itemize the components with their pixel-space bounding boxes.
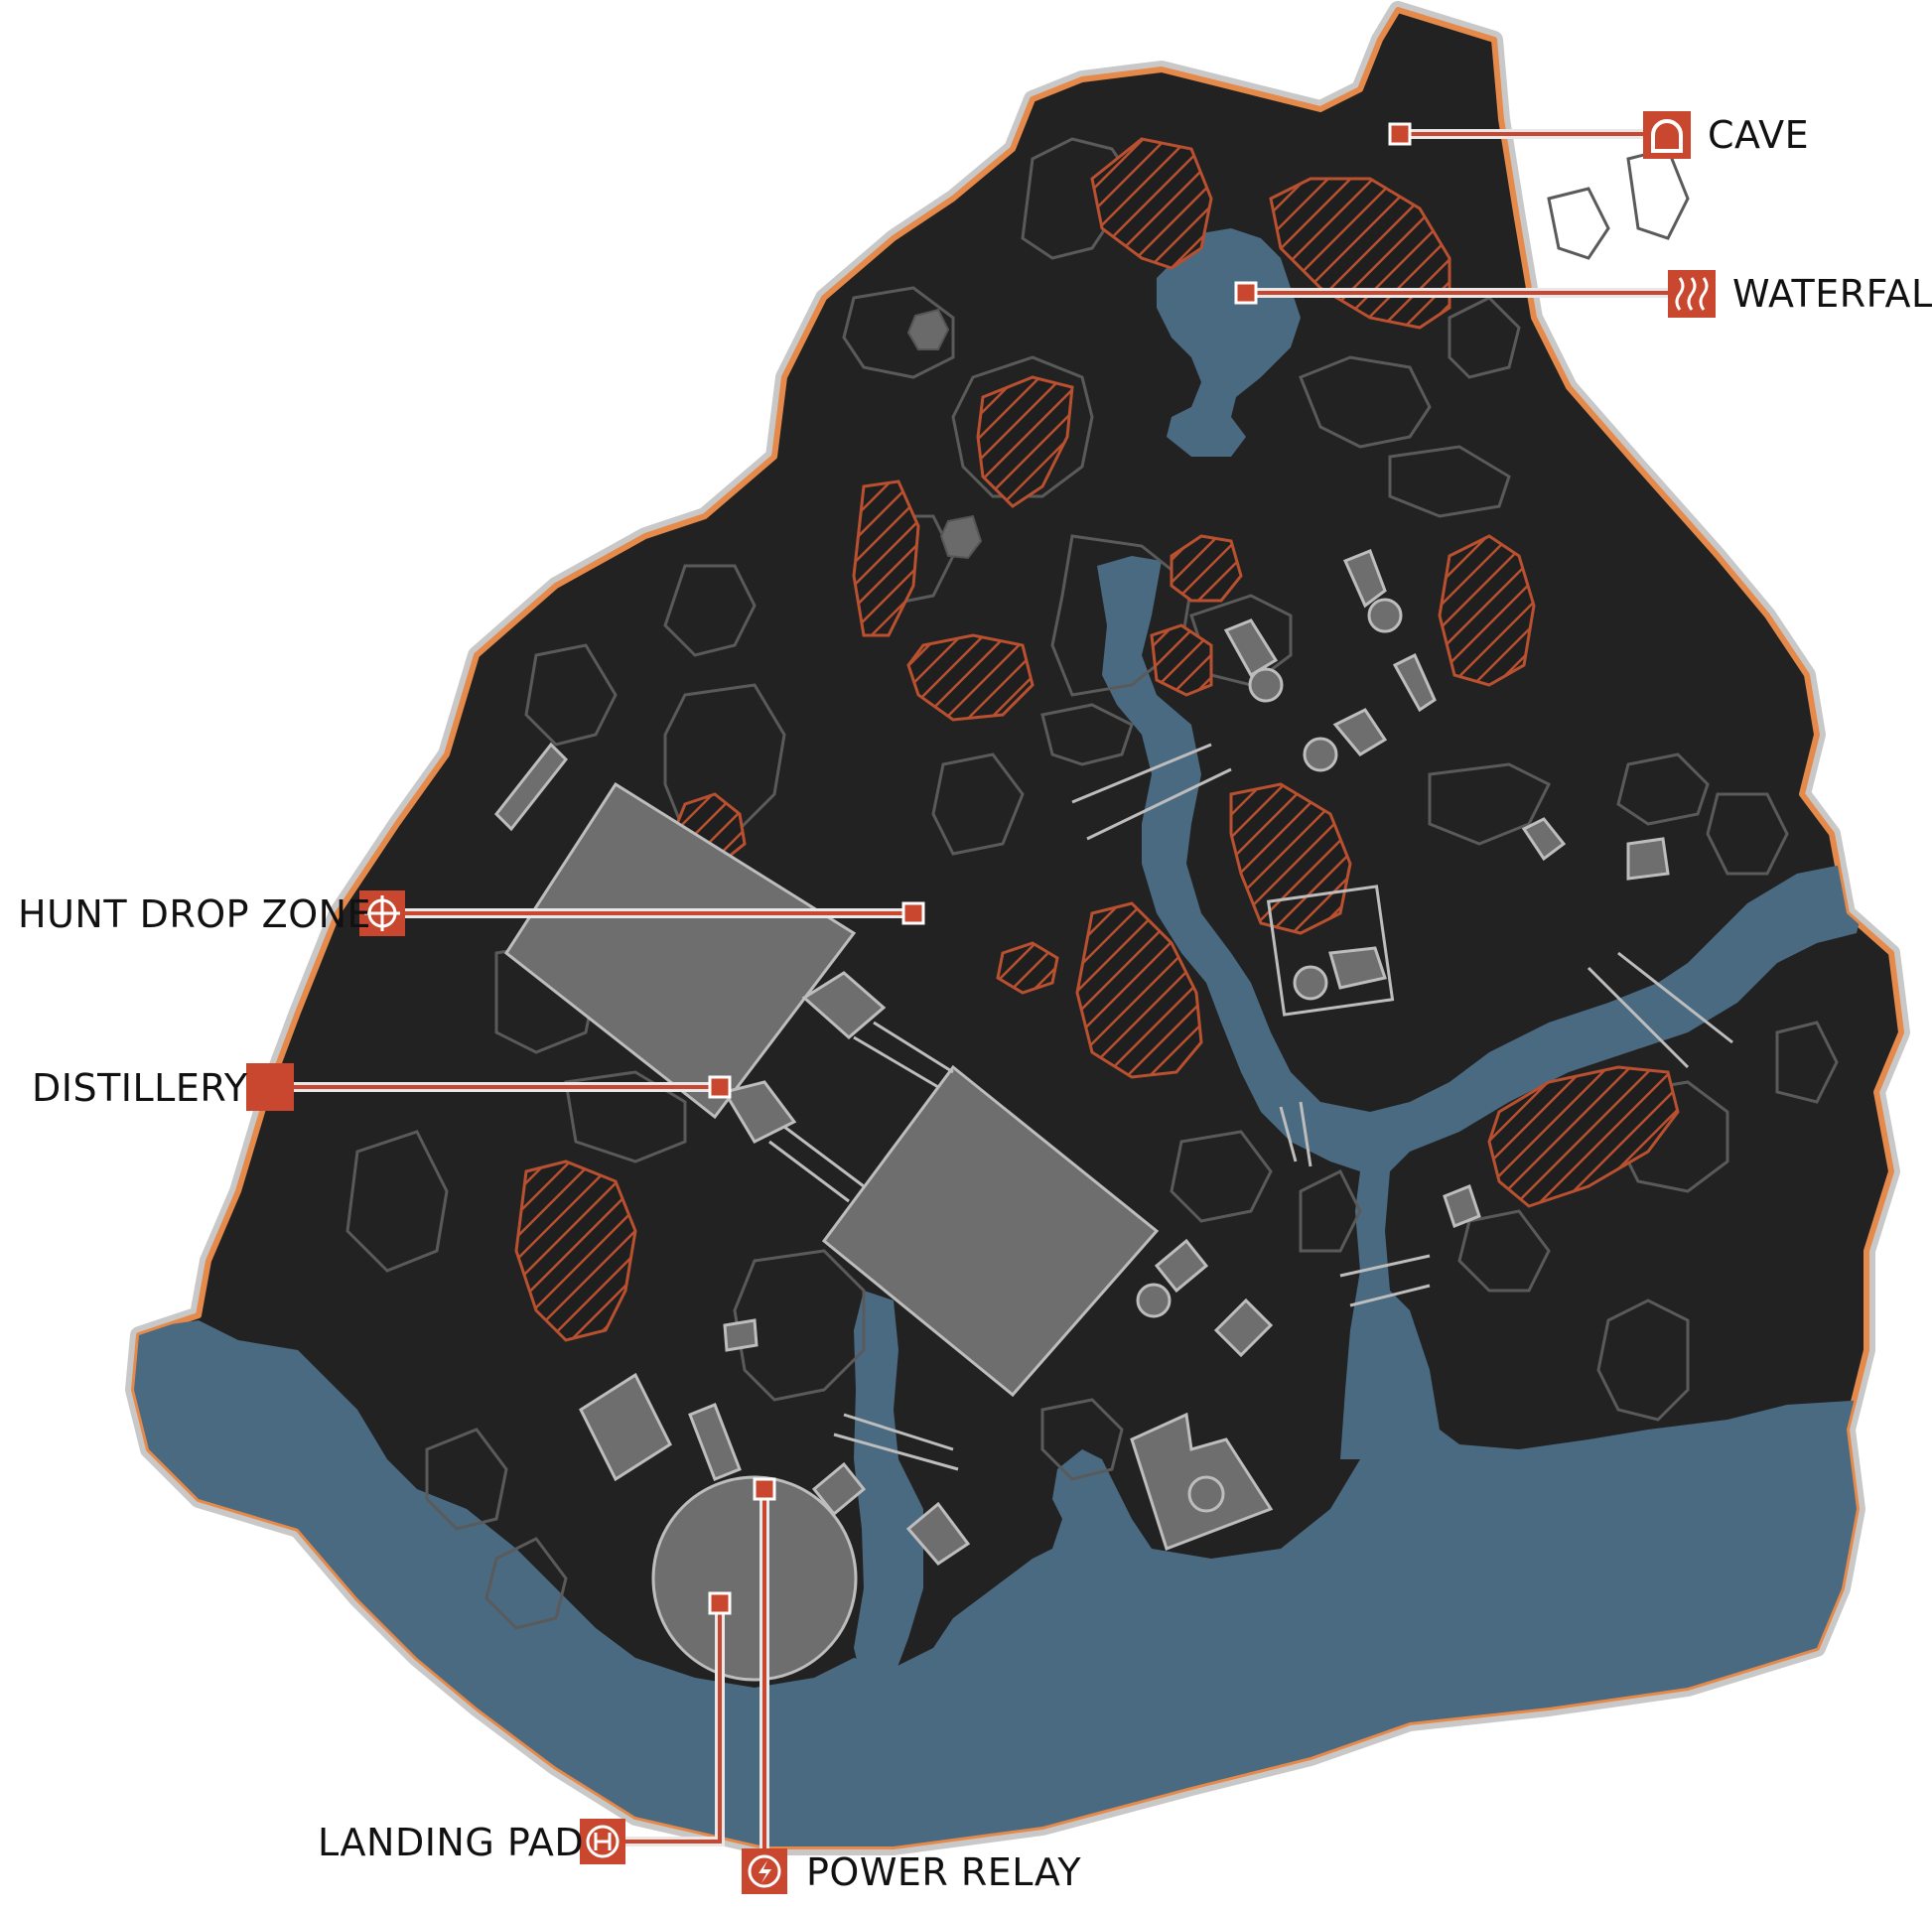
hazard-zone [1229,782,1352,935]
cave-marker [1388,122,1412,146]
river-central [1097,556,1866,1459]
distillery-marker [708,1075,732,1099]
square-icon [246,1063,294,1111]
power-relay-marker [753,1477,776,1501]
cave-icon [1643,111,1691,159]
location-markers [708,122,1412,1615]
hazard-zone [1090,137,1213,270]
hazard-zone [1487,1065,1680,1208]
structures [493,549,1670,1682]
landing-pad-label: LANDING PAD [318,1821,585,1864]
hunt-drop-zone-label: HUNT DROP ZONE [18,892,372,936]
distillery-building [503,781,857,1120]
distillery-label: DISTILLERY [32,1066,248,1110]
power-relay-label: POWER RELAY [806,1850,1082,1894]
waterfall-icon [1668,270,1716,318]
rock [906,308,950,350]
hazard-zone [1438,534,1536,687]
hazard-zone [976,375,1074,508]
hazard-zone [906,633,1035,722]
cave-label: CAVE [1708,113,1810,157]
waterfall-marker [1234,281,1258,305]
lake-north [1157,228,1301,457]
compound-fence [1266,885,1395,1017]
landing-pad-marker [708,1591,732,1615]
crosshair-icon [359,890,405,936]
hunt-drop-zone-marker [901,901,925,925]
helipad-icon [580,1819,625,1864]
river-southwest [854,1291,923,1688]
lightning-icon [742,1848,787,1894]
rock [939,514,983,560]
hazard-zone [852,479,920,637]
warehouse-building [821,1064,1160,1398]
hazard-zone [1150,623,1213,697]
bridges [833,743,1733,1471]
landing-pad-structure [651,1475,858,1682]
hazard-zone [996,941,1059,995]
waterfall-label: WATERFALL [1732,272,1932,316]
hazard-zones [514,137,1680,1342]
rocks [906,308,983,560]
hazard-zone [514,1160,637,1342]
hazard-zone [1170,534,1243,603]
hazard-zone [1075,901,1203,1079]
leader-lines [293,129,1678,1871]
